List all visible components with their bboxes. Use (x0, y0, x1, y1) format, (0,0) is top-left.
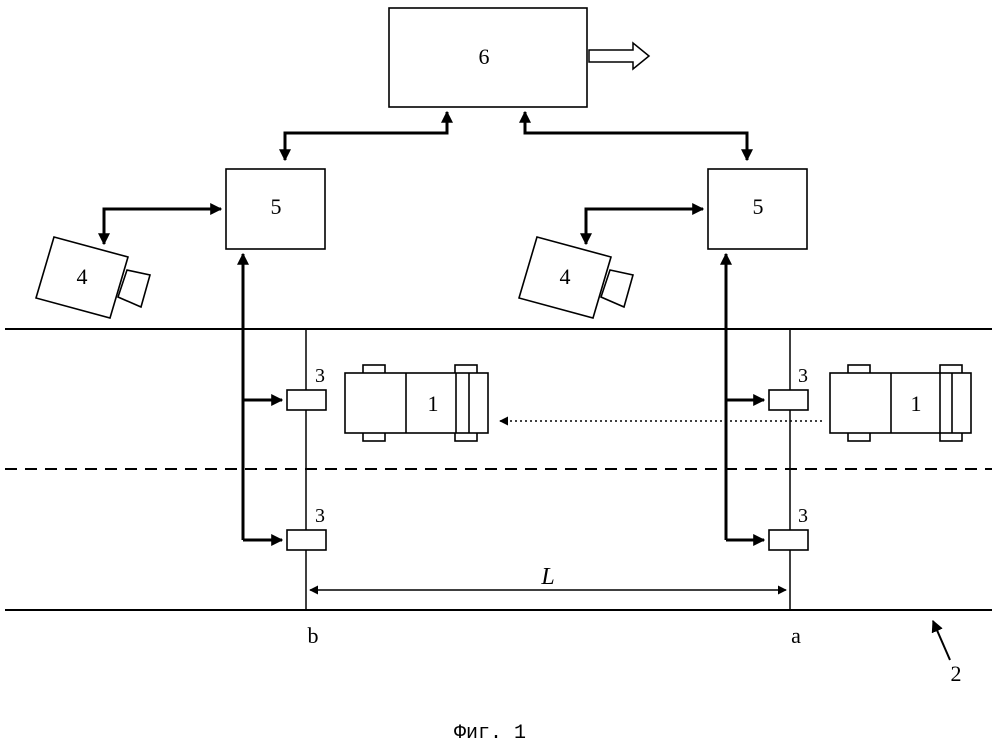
output-arrow-icon (589, 43, 649, 69)
vehicle-left: 1 (345, 365, 488, 441)
processor-block-right: 5 (708, 169, 807, 249)
controller-block: 6 (389, 8, 587, 107)
link-camera-left (104, 209, 221, 244)
point-a-label: a (791, 623, 801, 648)
road-label: 2 (951, 661, 962, 686)
sensor-bottom-right: 3 (769, 505, 808, 550)
sensor-bottom-right-label: 3 (798, 505, 808, 527)
link-right-processor-controller (525, 112, 747, 160)
controller-label: 6 (479, 44, 490, 69)
vehicle-right: 1 (830, 365, 971, 441)
camera-right-label: 4 (560, 264, 571, 289)
distance-label: L (540, 564, 554, 590)
sensor-top-right: 3 (769, 365, 808, 410)
point-b-label: b (308, 623, 319, 648)
sensor-top-left-label: 3 (315, 365, 325, 387)
processor-right-label: 5 (753, 194, 764, 219)
figure-caption: Фиг. 1 (454, 722, 526, 741)
sensor-bottom-left-label: 3 (315, 505, 325, 527)
link-camera-right (586, 209, 703, 244)
vehicle-right-label: 1 (911, 391, 922, 416)
vehicle-left-label: 1 (428, 391, 439, 416)
road (5, 329, 992, 610)
camera-right: 4 (519, 237, 633, 318)
processor-block-left: 5 (226, 169, 325, 249)
road-pointer-arrow (933, 621, 950, 660)
camera-left-label: 4 (77, 264, 88, 289)
camera-left: 4 (36, 237, 150, 318)
processor-left-label: 5 (271, 194, 282, 219)
link-left-processor-controller (285, 112, 447, 160)
sensor-top-right-label: 3 (798, 365, 808, 387)
